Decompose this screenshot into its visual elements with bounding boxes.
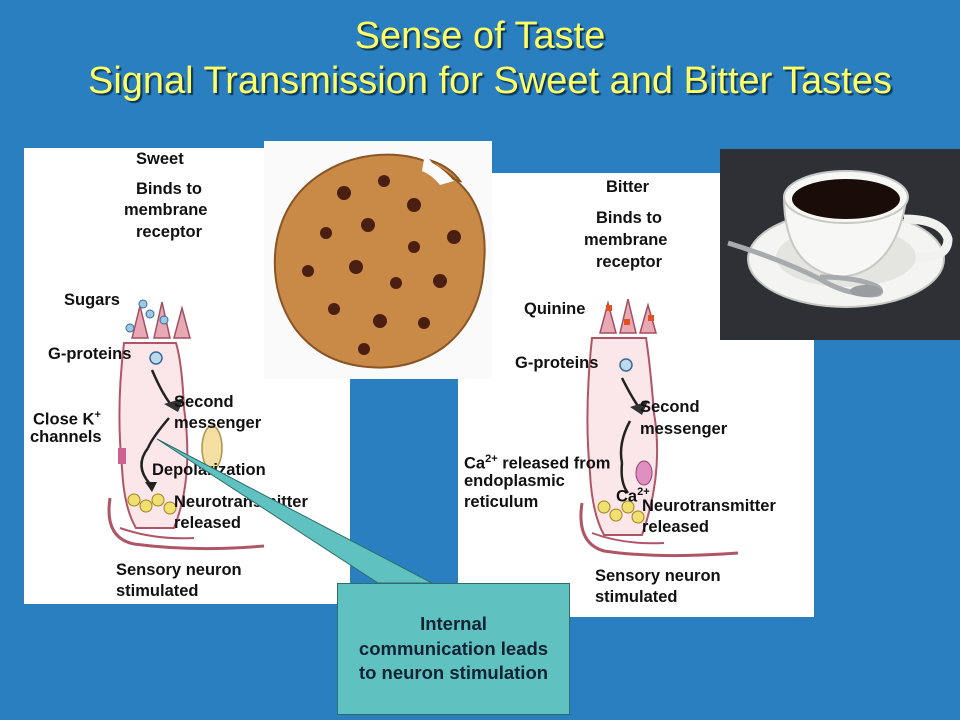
title-line-1: Sense of Taste — [354, 15, 606, 57]
sweet-cell-illustration — [107, 299, 265, 551]
bitter-second-messenger-line-1: Second — [640, 398, 700, 416]
title-line-2: Signal Transmission for Sweet and Bitter… — [87, 60, 892, 102]
bitter-diagram-panel: Bitter Binds to membrane receptor Quinin… — [458, 173, 814, 617]
sweet-sensory-line-1: Sensory neuron — [116, 561, 242, 579]
sweet-second-messenger-line-1: Second — [174, 393, 234, 411]
slide-title: Sense of Taste Signal Transmission for S… — [0, 14, 960, 104]
callout-box: Internal communication leads to neuron s… — [337, 583, 570, 715]
bitter-neurotransmitter-line-1: Neurotransmitter — [642, 497, 776, 515]
bitter-reticulum-label: reticulum — [464, 493, 539, 511]
bitter-endoplasmic-label: endoplasmic — [464, 472, 565, 490]
bitter-ca-released-label: Ca2+ released from — [464, 453, 611, 473]
bitter-heading: Bitter — [606, 178, 650, 196]
sweet-receptor-line-2: membrane — [124, 201, 208, 219]
sweet-neurotransmitter-line-2: released — [174, 514, 241, 532]
bitter-sensory-line-2: stimulated — [595, 588, 678, 606]
sweet-receptor-line-3: receptor — [136, 223, 203, 241]
sweet-gproteins-label: G-proteins — [48, 345, 132, 363]
bitter-sensory-line-1: Sensory neuron — [595, 567, 721, 585]
sweet-heading: Sweet — [136, 150, 184, 168]
sweet-second-messenger-line-2: messenger — [174, 414, 262, 432]
bitter-receptor-line-2: membrane — [584, 231, 668, 249]
bitter-cell-illustration — [579, 298, 739, 558]
sweet-channels-label: channels — [30, 428, 102, 446]
cookie-photo — [264, 141, 492, 379]
sweet-close-k-label: Close K+ — [33, 409, 101, 429]
sweet-receptor-line-1: Binds to — [136, 180, 202, 198]
bitter-ca-ion-label: Ca2+ — [616, 486, 650, 506]
sweet-sensory-line-2: stimulated — [116, 582, 199, 600]
bitter-neurotransmitter-line-2: released — [642, 518, 709, 536]
bitter-second-messenger-line-2: messenger — [640, 420, 728, 438]
bitter-receptor-line-3: receptor — [596, 253, 663, 271]
callout-text: Internal communication leads to neuron s… — [358, 613, 549, 684]
bitter-quinine-label: Quinine — [524, 300, 586, 318]
sweet-sugars-label: Sugars — [64, 291, 120, 309]
coffee-photo — [720, 149, 960, 340]
bitter-gproteins-label: G-proteins — [515, 354, 599, 372]
bitter-receptor-line-1: Binds to — [596, 209, 662, 227]
